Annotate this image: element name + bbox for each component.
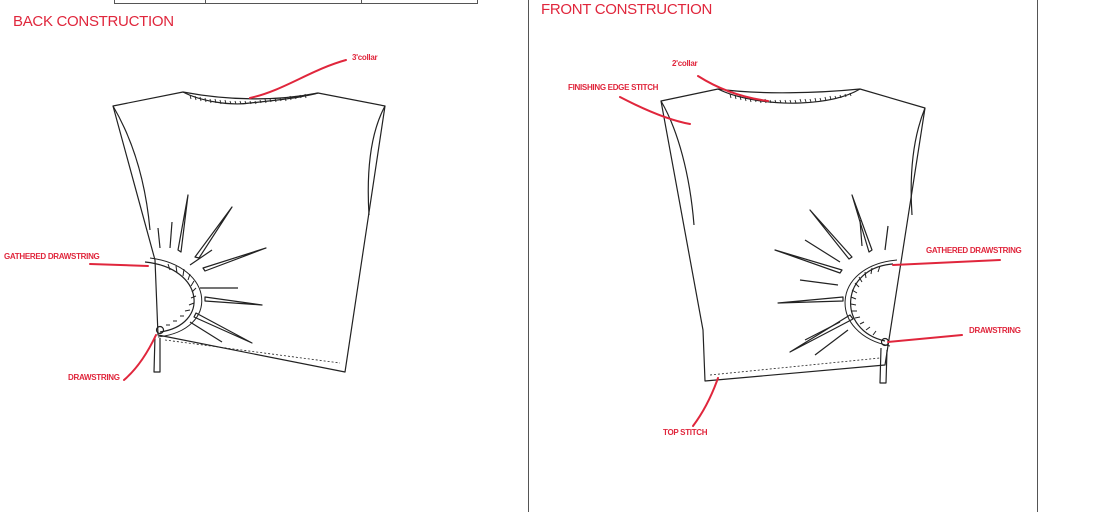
front-collar-label: 2'collar bbox=[672, 59, 698, 68]
front-top-stitch-label: TOP STITCH bbox=[663, 428, 708, 437]
back-drawstring-label: DRAWSTRING bbox=[68, 373, 120, 382]
back-collar-label: 3'collar bbox=[352, 53, 378, 62]
panel-divider-right bbox=[1037, 0, 1038, 512]
front-finishing-edge-stitch-label: FINISHING EDGE STITCH bbox=[568, 83, 659, 92]
front-gathered-drawstring-label: GATHERED DRAWSTRING bbox=[926, 246, 1022, 255]
panel-divider-left bbox=[528, 0, 529, 512]
front-construction-title: FRONT CONSTRUCTION bbox=[541, 1, 712, 18]
table-edge bbox=[114, 0, 478, 4]
front-drawstring-label: DRAWSTRING bbox=[969, 326, 1021, 335]
back-construction-title: BACK CONSTRUCTION bbox=[13, 13, 174, 30]
back-gathered-drawstring-label: GATHERED DRAWSTRING bbox=[4, 252, 100, 261]
